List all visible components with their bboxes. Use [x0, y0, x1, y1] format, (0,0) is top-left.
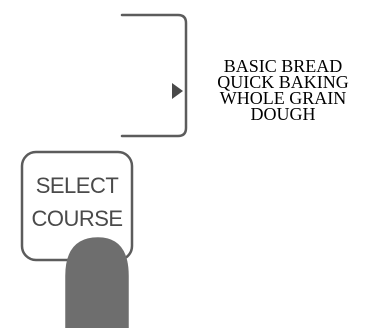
course-item-basic-bread: BASIC BREAD: [223, 56, 343, 76]
arrow-right-icon: [172, 83, 183, 99]
course-item-dough: DOUGH: [250, 104, 316, 124]
course-item-quick-baking: QUICK BAKING: [217, 72, 349, 92]
finger-press-icon: [65, 237, 129, 328]
select-course-label-line1: SELECT: [35, 173, 119, 198]
bracket-indicator-icon: [120, 13, 188, 138]
course-list: BASIC BREAD QUICK BAKING WHOLE GRAIN DOU…: [196, 56, 370, 124]
select-course-button[interactable]: SELECT COURSE: [22, 169, 132, 235]
course-item-whole-grain: WHOLE GRAIN: [219, 88, 347, 108]
select-course-label-line2: COURSE: [31, 206, 123, 231]
